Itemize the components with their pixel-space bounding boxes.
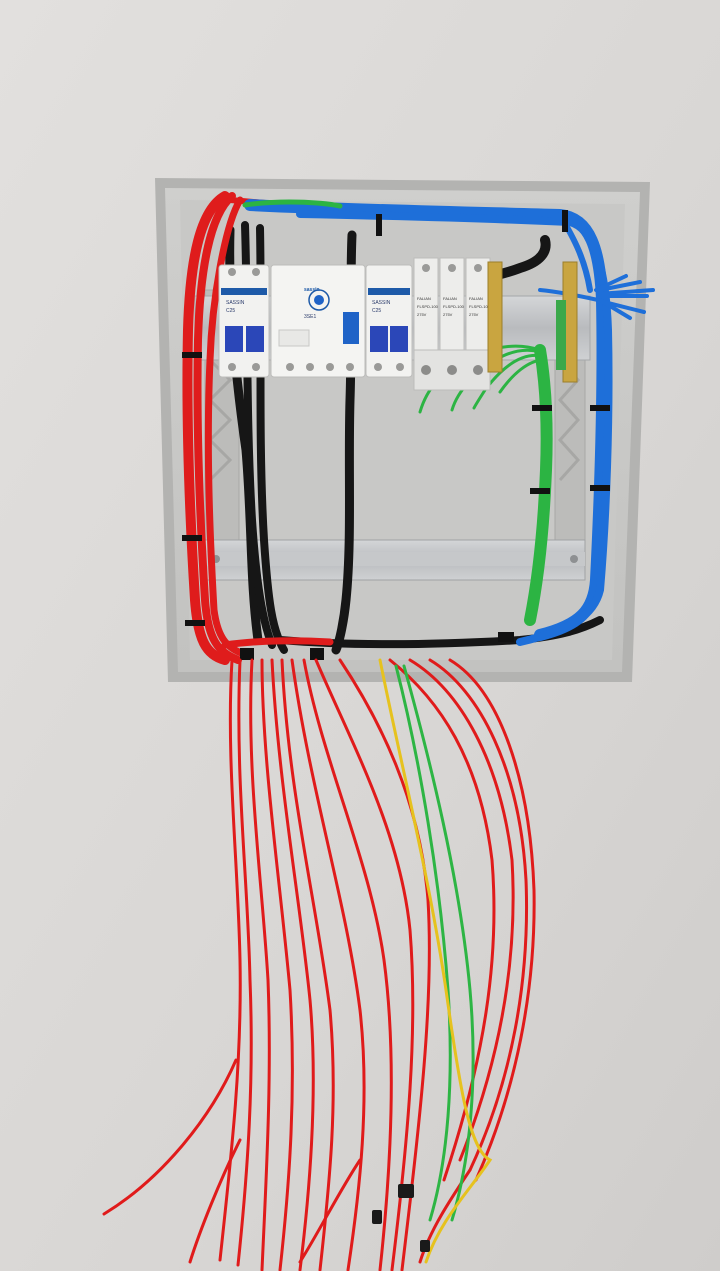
residual-current-device: sassin 3SE1 (270, 264, 366, 378)
hanging-ground-wires (378, 658, 493, 1264)
spd-3-spec: 275V (469, 312, 479, 317)
spd-2-brand: FALIAN (443, 296, 457, 301)
left-breaker-brand: SASSIN (226, 300, 245, 306)
spd-3-model: FLSPD-100 (469, 304, 491, 309)
green-wire-bundle (242, 199, 553, 626)
rcd-series: 3SE1 (304, 314, 316, 320)
left-circuit-breaker: SASSIN C25 (218, 264, 270, 378)
spd-1-brand: FALIAN (417, 296, 431, 301)
terminal-busbars (487, 261, 578, 383)
right-circuit-breaker: SASSIN C25 (365, 264, 413, 378)
wire-connectors (372, 1184, 430, 1252)
right-breaker-brand: SASSIN (372, 300, 391, 306)
cable-ties (182, 210, 610, 660)
rcd-brand: sassin (304, 287, 320, 293)
right-breaker-rating: C25 (372, 308, 381, 314)
left-breaker-rating: C25 (226, 308, 235, 314)
spd-3-brand: FALIAN (469, 296, 483, 301)
spd-2-spec: 275V (443, 312, 453, 317)
spd-1-model: FLSPD-100 (417, 304, 439, 309)
spd-1-spec: 275V (417, 312, 427, 317)
surge-protection-devices: FALIAN FALIAN FALIAN FLSPD-100 FLSPD-100… (413, 257, 491, 391)
spd-2-model: FLSPD-100 (443, 304, 465, 309)
hanging-red-wires (102, 658, 536, 1271)
